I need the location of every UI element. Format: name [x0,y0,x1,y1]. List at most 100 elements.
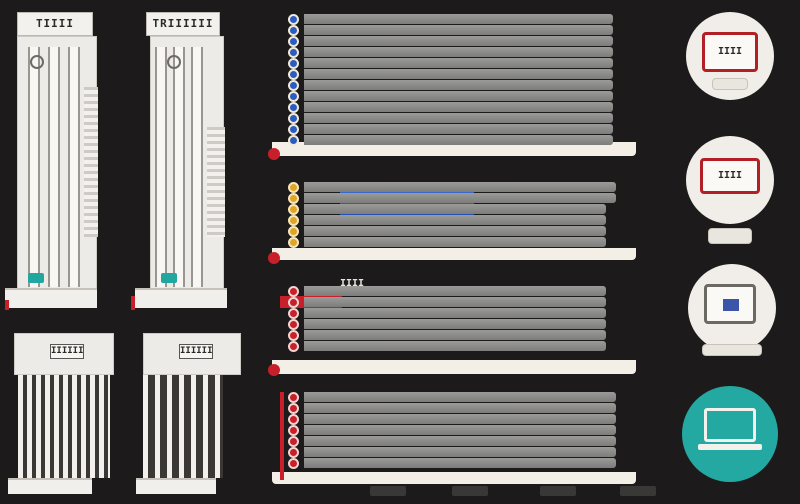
column-b-base [135,288,227,308]
group-2-bar-1 [304,182,616,192]
group-1-bar-2 [304,25,613,35]
laptop-icon-screen [704,408,756,442]
group-3-cap-4 [288,319,299,330]
group-4-bar-2 [304,403,616,413]
group-3-bar-1 [304,286,606,296]
group-3-bar-5 [304,330,606,340]
bar-group-3-label: IIII [340,278,365,289]
group-1-bar-11 [304,124,613,134]
lower-unit-b: IIIIII [143,333,241,375]
laptop-icon-keyboard [698,444,762,450]
group-4-cap-1 [288,392,299,403]
group-3-bar-2 [304,297,606,307]
group-1-bar-5 [304,58,613,68]
group-1-bar-6 [304,69,613,79]
group-3-cap-5 [288,330,299,341]
column-a-rail-2 [48,47,60,287]
group-1-cap-5 [288,58,299,69]
monitor-icon-2-stand [708,228,752,244]
monitor-icon-1-screen: IIII [702,32,758,72]
group-1-bar-12 [304,135,613,145]
monitor-icon-2-screen: IIII [700,158,760,194]
bar-group-1 [268,10,668,160]
group-1-bar-9 [304,102,613,112]
monitor-icon-3[interactable] [688,264,776,356]
laptop-icon[interactable] [682,386,778,482]
column-b-red-foot [131,296,135,310]
lower-unit-a-base [8,478,92,494]
bar-group-4 [268,388,668,488]
group-2-bar-6 [304,237,606,247]
monitor-icon-1-text: IIII [717,46,743,57]
group-1-cap-3 [288,36,299,47]
group-2-cap-6 [288,237,299,248]
monitor-icon-2-text: IIII [717,170,743,181]
group-4-bar-7 [304,458,616,468]
group-4-cap-7 [288,458,299,469]
bar-group-1-red-edge [268,148,280,160]
bar-group-4-red-edge [280,392,284,480]
bottom-chip-2 [452,486,488,496]
group-3-cap-1 [288,286,299,297]
group-1-cap-7 [288,80,299,91]
group-1-bar-10 [304,113,613,123]
group-3-bar-4 [304,319,606,329]
monitor-icon-3-figure-icon [723,299,739,311]
column-b-heading: TRIIIIII [146,12,220,36]
group-1-bar-1 [304,14,613,24]
group-2-bar-5 [304,226,606,236]
group-4-bar-5 [304,436,616,446]
column-b-rail-3 [191,47,203,287]
group-2-cap-4 [288,215,299,226]
lower-unit-b-chip: IIIIII [179,344,213,359]
column-b-teal-marker [161,273,177,283]
group-4-bar-1 [304,392,616,402]
monitor-icon-3-stand [702,344,762,356]
group-1-cap-8 [288,91,299,102]
column-b-gear-icon [167,55,181,69]
group-1-bar-3 [304,36,613,46]
column-b-rail-2 [173,47,185,287]
column-b-rail-1 [155,47,167,287]
column-a-teal-marker [28,273,44,283]
column-a-panel [17,36,98,308]
group-4-cap-2 [288,403,299,414]
lower-unit-b-base [136,478,216,494]
column-a-base [5,288,97,308]
lower-unit-b-bars [143,375,223,478]
group-4-bar-3 [304,414,616,424]
group-1-cap-10 [288,113,299,124]
group-3-cap-6 [288,341,299,352]
group-2-bar-4 [304,215,606,225]
bar-group-3-tray [272,360,636,374]
group-3-cap-2 [288,297,299,308]
group-1-cap-2 [288,25,299,36]
column-a-heading: TIIII EIIIII [17,12,93,52]
column-a-tick-stack [84,87,98,237]
monitor-icon-1-stand [712,78,748,90]
group-4-cap-4 [288,425,299,436]
bar-group-2 [268,178,668,268]
group-4-cap-5 [288,436,299,447]
group-1-cap-9 [288,102,299,113]
bar-group-2-tray [272,248,636,260]
group-4-cap-3 [288,414,299,425]
group-4-bar-4 [304,425,616,435]
group-3-cap-3 [288,308,299,319]
monitor-icon-2[interactable]: IIII [686,136,774,244]
group-1-bar-8 [304,91,613,101]
group-3-bar-3 [304,308,606,318]
group-1-cap-12 [288,135,299,146]
group-1-bar-4 [304,47,613,57]
column-a-gear-icon [30,55,44,69]
lower-unit-a-chip: IIIIII [50,344,84,359]
lower-unit-a-bars [18,375,110,478]
column-b-panel [150,36,225,308]
group-1-cap-1 [288,14,299,25]
group-2-cap-5 [288,226,299,237]
column-a-rail-1 [28,47,40,287]
monitor-icon-1[interactable]: IIII [686,12,774,100]
lower-unit-a: IIIIII [14,333,114,375]
bar-group-2-red-edge [268,252,280,264]
group-4-cap-6 [288,447,299,458]
